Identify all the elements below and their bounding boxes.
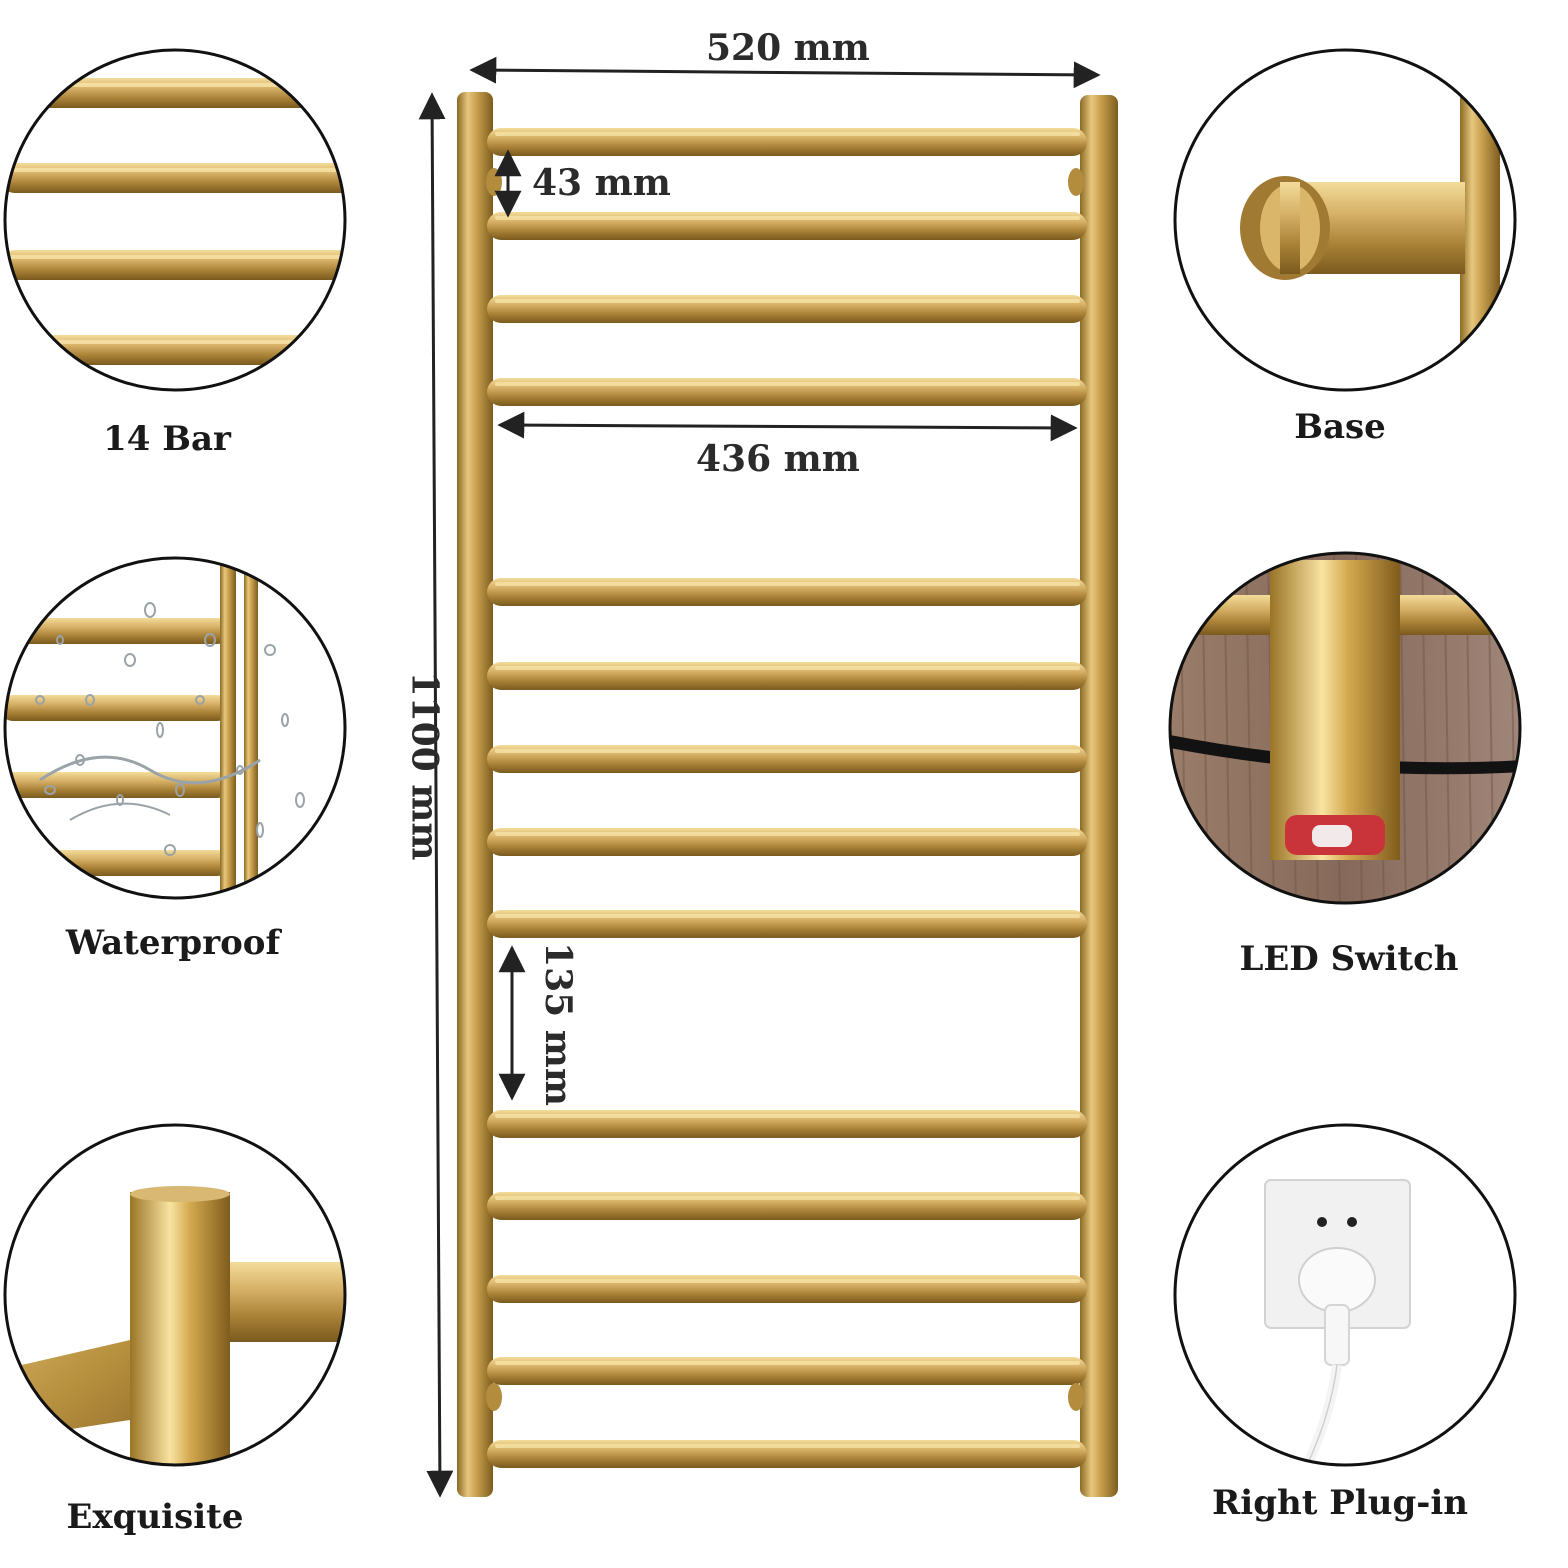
left-pole <box>457 92 493 1497</box>
height-label: 1100 mm <box>403 671 446 861</box>
wall-socket-plug-icon <box>1173 1123 1517 1467</box>
led-switch-icon <box>1168 551 1522 905</box>
feature-label-plug: Right Plug-in <box>1212 1483 1468 1523</box>
joint-closeup-icon <box>3 1123 347 1467</box>
water-splash-icon <box>3 556 347 900</box>
feature-label-base: Base <box>1294 407 1386 447</box>
section-gap-label: 135 mm <box>536 942 579 1106</box>
feature-label-led-switch: LED Switch <box>1239 939 1459 979</box>
width-outer-label: 520 mm <box>706 27 870 69</box>
width-outer-arrow <box>469 56 1101 89</box>
feature-label-waterproof: Waterproof <box>65 923 281 963</box>
width-inner-label: 436 mm <box>696 438 860 480</box>
feature-label-bars: 14 Bar <box>103 419 231 459</box>
wall-mount-base-icon <box>1173 48 1517 392</box>
right-pole <box>1080 95 1118 1497</box>
feature-label-exquisite: Exquisite <box>66 1497 244 1537</box>
height-arrow <box>418 92 454 1498</box>
width-inner-arrow <box>497 411 1078 442</box>
towel-rack <box>457 92 1118 1497</box>
bars-closeup-icon <box>3 48 347 392</box>
bar-gap-label: 43 mm <box>532 162 671 204</box>
